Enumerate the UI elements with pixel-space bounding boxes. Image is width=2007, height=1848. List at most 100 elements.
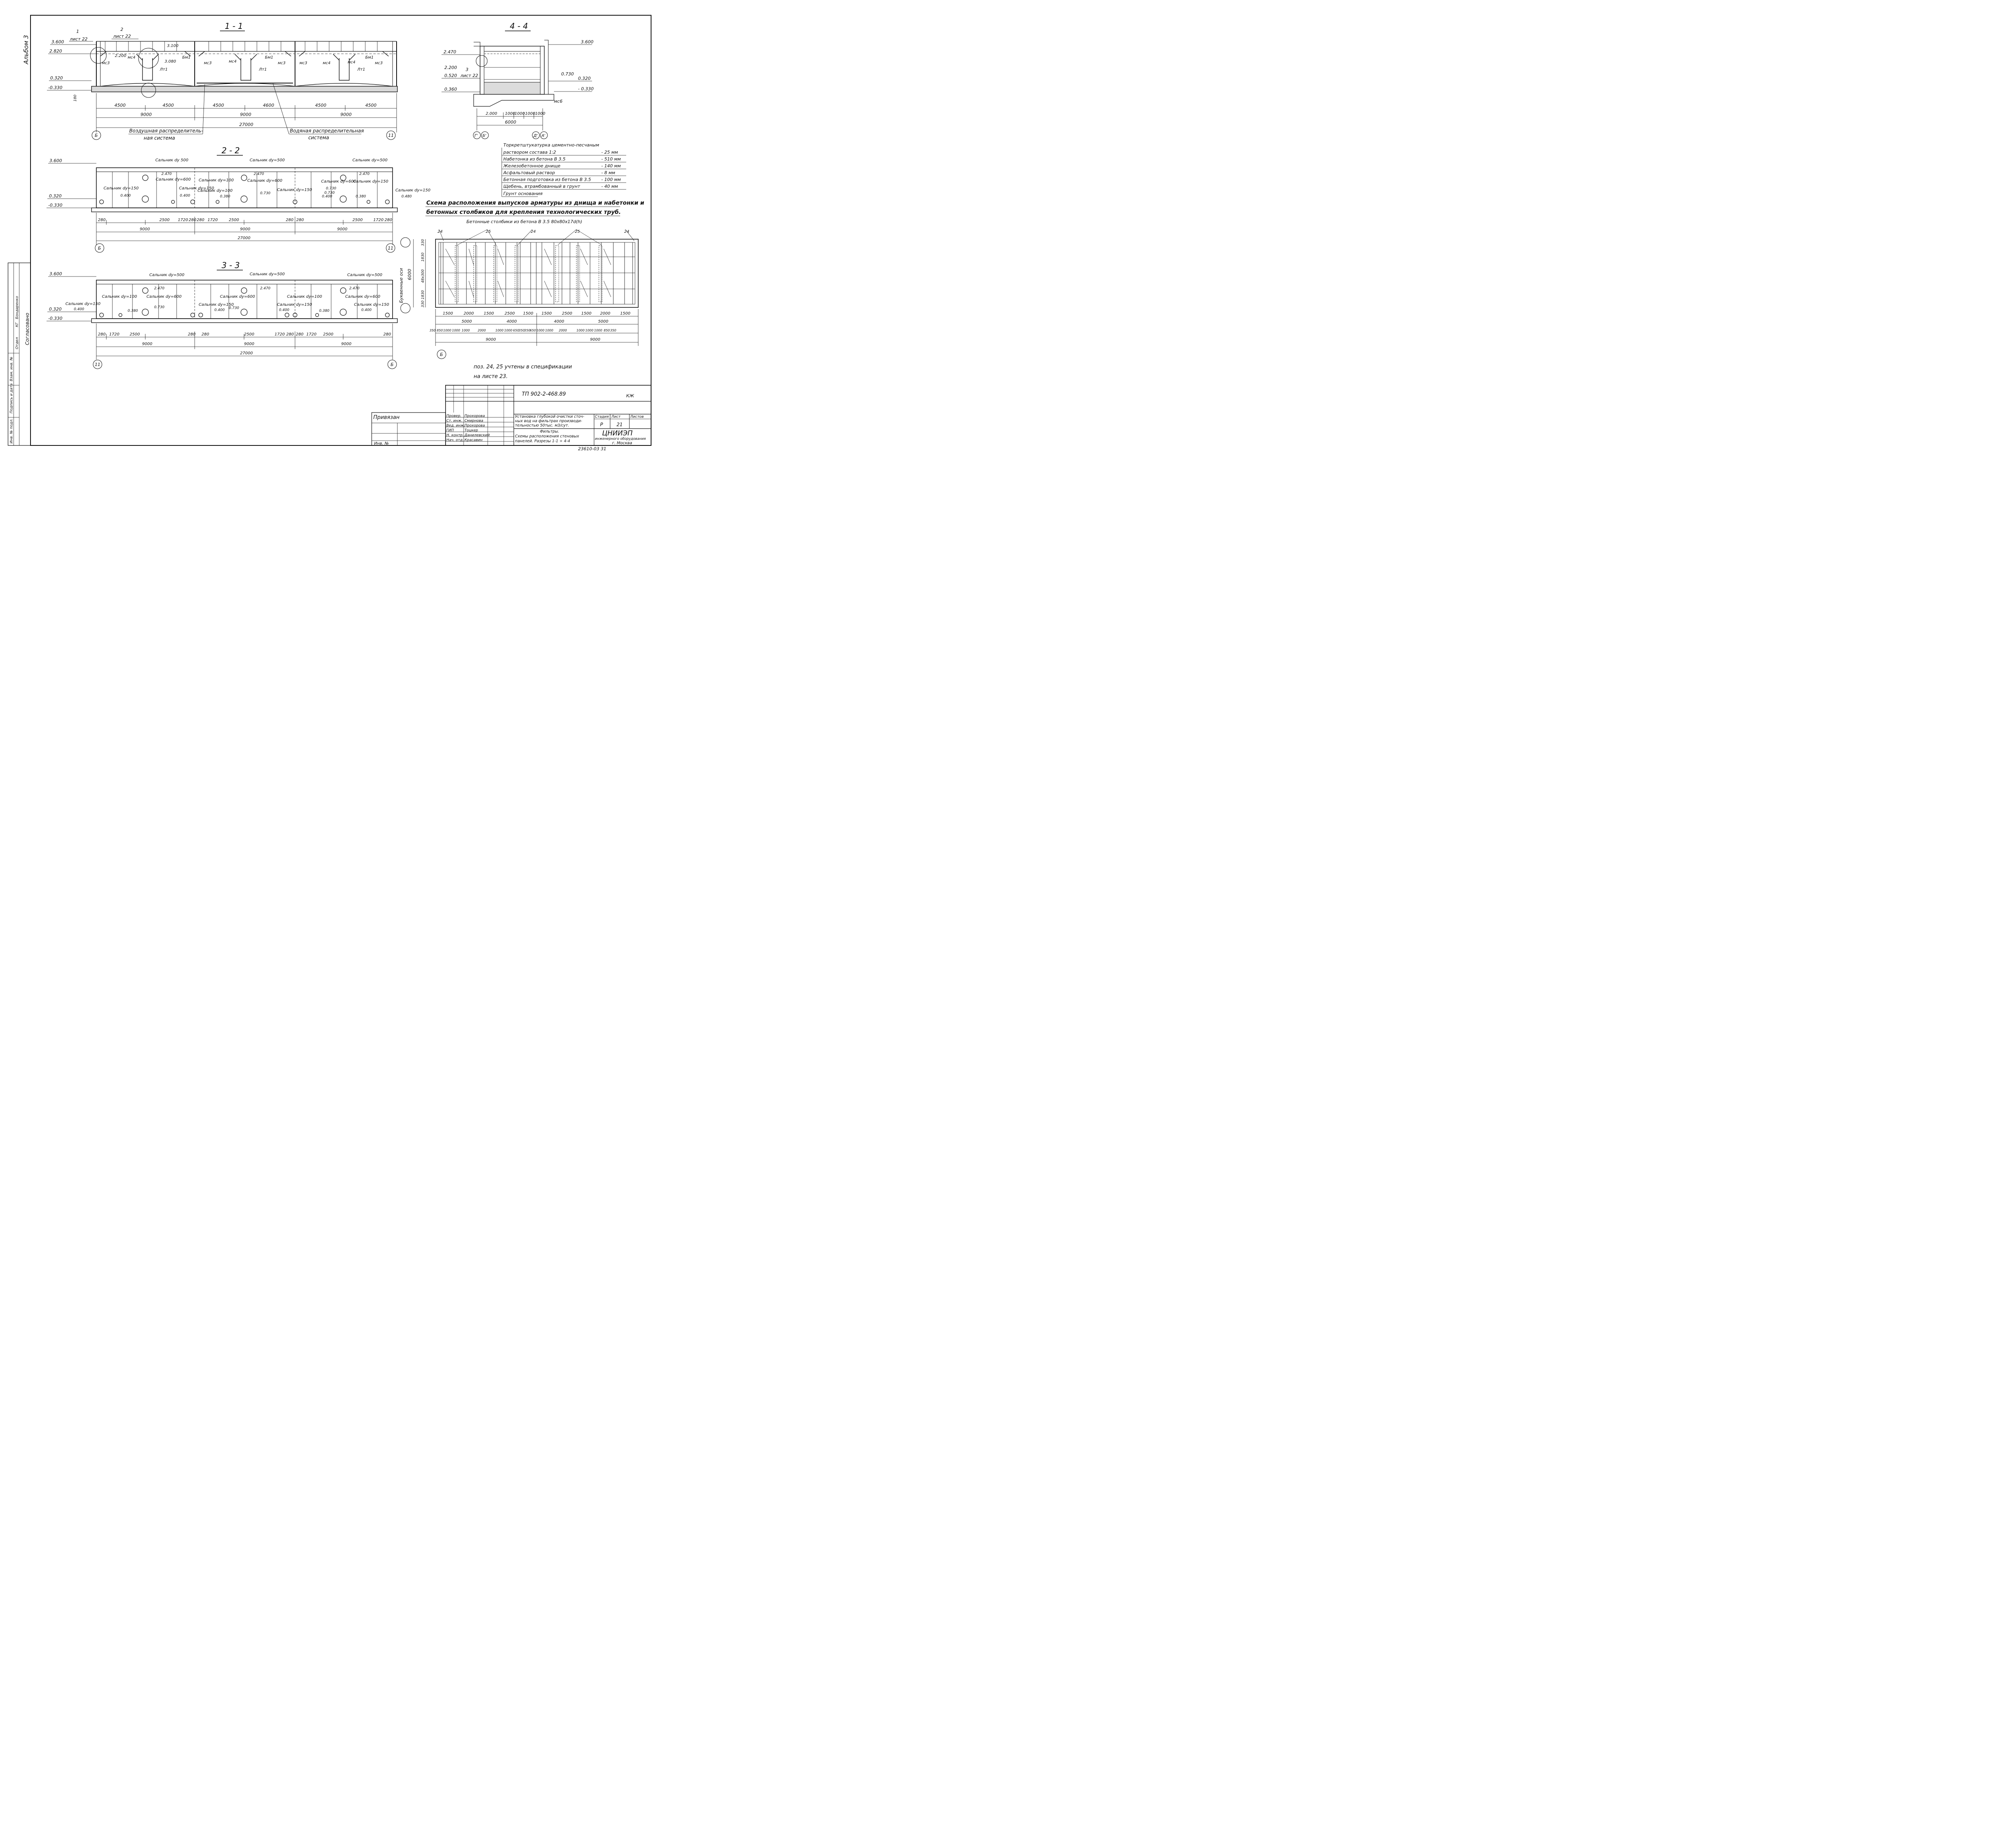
stamp-inv: Инв. № <box>374 441 389 446</box>
dim: 1000 <box>505 112 515 116</box>
stamp-name: Тоцкер <box>464 429 478 433</box>
dim-4500: 4500 <box>213 103 224 108</box>
layer-value: - 25 мм <box>601 150 618 155</box>
stamp-title: Фильтры. <box>540 429 559 434</box>
callout-1-sheet: лист 22 <box>69 37 88 42</box>
dim: 1000 <box>576 329 584 332</box>
dim: 280 <box>385 218 392 222</box>
dim: 1000 <box>525 112 535 116</box>
dim: 330 <box>421 239 425 246</box>
note-air-distribution-2: ная система <box>144 135 175 141</box>
level-3100: 3.100 <box>167 44 179 48</box>
dim-6000: 6000 <box>505 120 516 125</box>
label-ms4: мс4 <box>323 61 330 65</box>
gland-label: Сальник dу=150 <box>65 302 100 306</box>
layer-value: - 8 мм <box>601 170 615 175</box>
level-0320: 0.320 <box>49 193 62 199</box>
dim: 2500 <box>323 332 333 337</box>
gland-label: Сальник dу=100 <box>287 295 322 299</box>
drawing-sheet: Альбом 3 1 - 1 <box>8 15 651 451</box>
dim: 2500 <box>505 311 515 316</box>
axis-bubble-right: 11 <box>388 246 393 251</box>
stamp-name: Красавин <box>464 438 482 442</box>
note-water-distribution-2: система <box>308 135 329 140</box>
dim: 2000 <box>559 329 567 332</box>
gland-label: Сальник dу=600 <box>321 179 356 184</box>
scheme-axis-label: Буквенные оси <box>399 268 404 303</box>
level-3080: 3.080 <box>165 59 176 64</box>
section-2-2-title: 2 - 2 <box>222 146 240 155</box>
layer-name: раствором состава 1:2 <box>503 150 556 155</box>
section-2-2: 2 - 2 Сальник dу 500 Сальник dу=500 Саль… <box>47 146 430 253</box>
stamp-code: ТП 902-2-468.89 <box>522 391 566 397</box>
level-0380: 0.380 <box>128 309 138 313</box>
dim: 350 <box>524 329 530 332</box>
level-m0330: -0.330 <box>48 316 62 321</box>
level-2470: 2.470 <box>444 49 456 55</box>
dim: 2500 <box>244 332 254 337</box>
stamp-sheet-header: Лист <box>611 415 621 419</box>
level-2470: 2.470 <box>260 287 271 291</box>
dim: 1000 <box>495 329 503 332</box>
level-m0330: -0.330 <box>48 203 62 208</box>
level-0520: 0.520 <box>444 73 457 78</box>
note-line-1: поз. 24, 25 учтены в спецификации <box>474 364 572 370</box>
dim-9000: 9000 <box>142 342 152 346</box>
dim: 1000 <box>452 329 460 332</box>
section-4-4-title: 4 - 4 <box>510 21 528 31</box>
dim-27000: 27000 <box>239 122 253 127</box>
dim: 2500 <box>130 332 140 337</box>
dim: 1000 <box>594 329 602 332</box>
level-3600: 3.600 <box>581 39 594 45</box>
level-2820: 2.820 <box>49 49 62 54</box>
reinforcement-scheme: Схема расположения выпусков арматуры из … <box>399 200 644 359</box>
stamp-title: Схемы расположения стеновых <box>515 434 579 439</box>
stamp-org-3: г. Москва <box>612 441 632 445</box>
level-0480: 0.480 <box>401 195 412 199</box>
stamp-title: панелей. Разрезы 1-1 ÷ 4-4 <box>515 439 570 443</box>
dim: 1830 <box>421 290 425 299</box>
dim: 280 <box>188 332 195 337</box>
level-0730: 0.730 <box>260 191 271 195</box>
stamp-role: ГИП <box>446 429 454 433</box>
dim-9000: 9000 <box>240 112 251 117</box>
section-3-3-title: 3 - 3 <box>222 260 240 270</box>
scheme-title: Схема расположения выпусков арматуры из … <box>426 200 644 206</box>
dim: 850 <box>604 329 610 332</box>
level-0400: 0.400 <box>74 307 84 311</box>
stamp-archive: 23610-03 31 <box>578 446 606 451</box>
scheme-subtitle: Бетонные столбики из бетона В 3.5 80x80x… <box>466 219 582 224</box>
callout-3: 3 <box>466 67 468 72</box>
callout-2: 2 <box>120 27 123 32</box>
dim-27000: 27000 <box>238 236 250 240</box>
axis-bubble: Б <box>440 352 443 357</box>
gland-label: Сальник dу=600 <box>345 295 380 299</box>
dim: 1000 <box>536 329 544 332</box>
level-0320: 0.320 <box>49 307 62 312</box>
dim: 1720 <box>208 218 218 222</box>
scheme-title-2: бетонных столбиков для крепления техноло… <box>426 209 621 215</box>
level-0730: 0.730 <box>229 306 239 310</box>
side-vzam: Взам. инв. № <box>10 357 14 381</box>
level-m0330: -0.330 <box>48 85 62 90</box>
gland-label: Сальник dу=150 <box>199 303 234 307</box>
level-2470: 2.470 <box>161 172 172 176</box>
label-ms3: мс3 <box>278 61 285 65</box>
dim: 5000 <box>462 319 472 324</box>
dim: 280 <box>296 218 304 222</box>
level-0400: 0.400 <box>322 195 332 199</box>
gland-label: Сальник dу 500 <box>155 158 188 163</box>
note-line-2: на листе 23. <box>474 374 508 380</box>
dim-9000: 9000 <box>240 227 250 232</box>
layer-name: Щебень, втрамбованный в грунт <box>503 184 580 189</box>
dim: 850 <box>437 329 443 332</box>
label-ms4: мс4 <box>348 60 355 65</box>
dim-4500: 4500 <box>114 103 126 108</box>
dim: 2000 <box>478 329 486 332</box>
stamp-km: КЖ <box>626 393 635 398</box>
gland-label: Сальник dу=100 <box>199 178 234 183</box>
layer-value: - 510 мм <box>601 157 621 162</box>
section-3-3: 3 - 3 Сальник dу=500 Сальник dу=500 Саль… <box>47 260 398 369</box>
dim: 1000 <box>515 112 525 116</box>
level-2470: 2.470 <box>254 172 264 176</box>
